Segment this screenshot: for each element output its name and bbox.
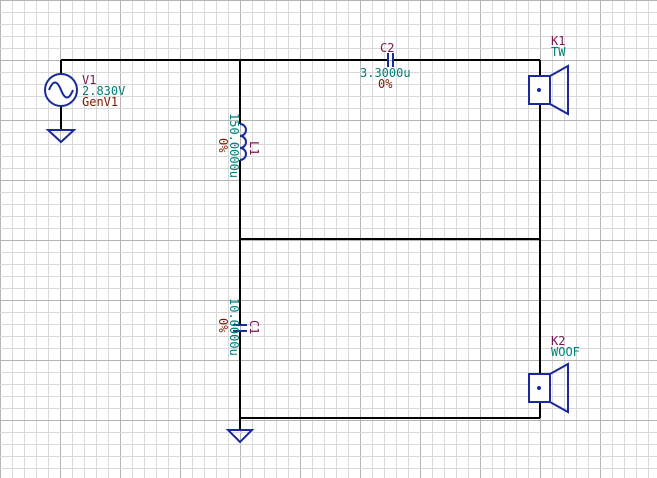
c2-value: 3.3000u — [360, 66, 411, 80]
k2-name: WOOF — [551, 345, 580, 359]
c1-value: 10.0000u — [227, 298, 241, 356]
c2-tolerance: 0% — [378, 77, 393, 91]
speaker-dot-icon-k2 — [537, 386, 541, 390]
sine-wave-icon — [48, 81, 74, 99]
speaker-k2[interactable]: K2 WOOF — [528, 334, 580, 414]
l1-ref: L1 — [247, 141, 261, 155]
voltage-source-v1[interactable]: V1 2.830V GenV1 — [44, 73, 125, 109]
ground-icon-bottom — [225, 429, 255, 444]
ground-icon-source — [45, 129, 77, 144]
c1-tolerance: 0% — [216, 318, 230, 333]
l1-tolerance: 0% — [216, 138, 230, 153]
speaker-dot-icon-k1 — [537, 88, 541, 92]
capacitor-c2[interactable]: C2 3.3000u 0% — [360, 41, 416, 91]
inductor-l1[interactable]: L1 150.0000u 0% — [216, 112, 261, 178]
speaker-cone-icon-k2 — [549, 362, 569, 414]
inductor-icon-l1 — [239, 123, 247, 161]
k1-name: TW — [551, 45, 566, 59]
c2-ref: C2 — [380, 41, 394, 55]
l1-value: 150.0000u — [227, 113, 241, 178]
speaker-k1[interactable]: K1 TW — [528, 34, 569, 116]
capacitor-c1[interactable]: C1 10.0000u 0% — [216, 298, 261, 358]
c1-ref: C1 — [247, 320, 261, 334]
capacitor-icon-c2 — [387, 53, 394, 67]
k1-ref: K1 — [551, 34, 565, 48]
source-value: 2.830V — [82, 84, 125, 98]
capacitor-icon-c1 — [233, 324, 247, 332]
speaker-cone-icon-k1 — [549, 64, 569, 116]
source-ref: V1 — [82, 73, 96, 87]
k2-ref: K2 — [551, 334, 565, 348]
wires — [60, 59, 541, 430]
source-name: GenV1 — [82, 95, 118, 109]
